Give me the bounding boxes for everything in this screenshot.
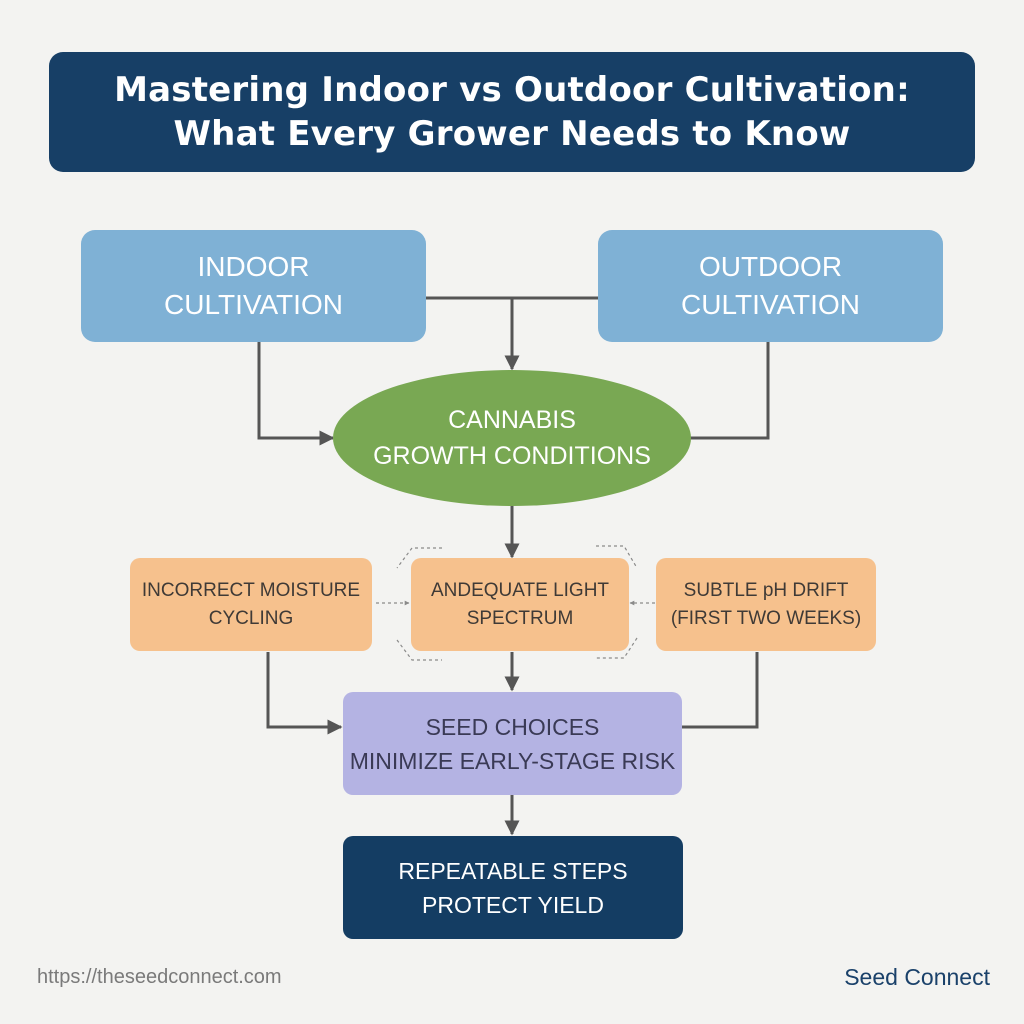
seed-line-2: MINIMIZE EARLY-STAGE RISK (349, 747, 676, 774)
connector-outdoor-to-growth (690, 340, 770, 440)
light-line-1: ANDEQUATE LIGHT (430, 579, 610, 601)
ph-line-2: (FIRST TWO WEEKS) (670, 607, 862, 629)
outdoor-cultivation-box: OUTDOOR CULTIVATION (598, 230, 943, 342)
footer-url[interactable]: https://theseedconnect.com (37, 966, 282, 988)
light-spectrum-box: ANDEQUATE LIGHT SPECTRUM (411, 558, 629, 651)
growth-line-1: CANNABIS (448, 406, 576, 434)
outdoor-line-2: CULTIVATION (681, 289, 860, 320)
protect-yield-box: REPEATABLE STEPS PROTECT YIELD (343, 836, 683, 939)
dashed-bracket-left (396, 547, 442, 661)
indoor-line-2: CULTIVATION (164, 289, 343, 320)
growth-line-2: GROWTH CONDITIONS (373, 442, 651, 470)
footer-brand: Seed Connect (844, 964, 990, 990)
yield-line-2: PROTECT YIELD (422, 891, 604, 918)
connector-moisture-to-seed (266, 652, 343, 735)
growth-conditions-ellipse: CANNABIS GROWTH CONDITIONS (333, 370, 691, 506)
yield-line-1: REPEATABLE STEPS (398, 857, 628, 884)
moisture-line-2: CYCLING (208, 607, 294, 629)
indoor-line-1: INDOOR (197, 251, 310, 282)
outdoor-line-1: OUTDOOR (698, 251, 843, 282)
title-banner: Mastering Indoor vs Outdoor Cultivation:… (49, 52, 975, 172)
connector-indoor-to-growth (257, 340, 335, 446)
dashed-bracket-right (594, 545, 638, 659)
ph-line-1: SUBTLE pH DRIFT (683, 579, 849, 601)
title-line-1: Mastering Indoor vs Outdoor Cultivation: (114, 70, 910, 110)
title-line-2: What Every Grower Needs to Know (173, 114, 851, 154)
moisture-line-1: INCORRECT MOISTURE (141, 579, 361, 601)
moisture-cycling-box: INCORRECT MOISTURE CYCLING (130, 558, 372, 651)
light-line-2: SPECTRUM (466, 607, 574, 629)
ph-drift-box: SUBTLE pH DRIFT (FIRST TWO WEEKS) (656, 558, 876, 651)
indoor-cultivation-box: INDOOR CULTIVATION (81, 230, 426, 342)
seed-choices-box: SEED CHOICES MINIMIZE EARLY-STAGE RISK (343, 692, 682, 795)
seed-line-1: SEED CHOICES (425, 713, 600, 740)
connector-ph-to-seed (682, 652, 759, 729)
